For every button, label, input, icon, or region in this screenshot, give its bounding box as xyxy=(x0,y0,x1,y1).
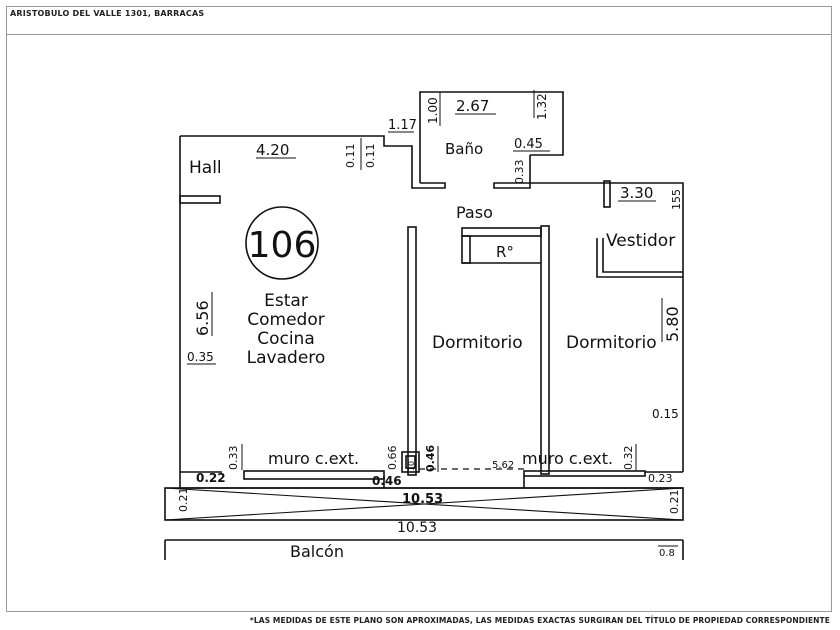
label-muro-1: muro c.ext. xyxy=(268,449,359,468)
dim-bano-100: 1.00 xyxy=(426,97,440,124)
room-ropero: R° xyxy=(496,243,514,261)
wall-ropero-top xyxy=(461,227,542,237)
muro-ext-1 xyxy=(243,470,385,480)
room-dormitorio-2: Dormitorio xyxy=(566,333,657,353)
property-address: ARISTOBULO DEL VALLE 1301, BARRACAS xyxy=(10,9,205,18)
unit-circle xyxy=(245,206,319,280)
small-box-inner xyxy=(405,455,416,469)
wall-vestidor-inner xyxy=(602,238,683,273)
room-bano: Baño xyxy=(445,140,483,158)
dim-dorm-580: 5.80 xyxy=(663,306,682,342)
wall-partition-2 xyxy=(540,225,550,475)
wall-ropero-side xyxy=(461,235,471,264)
wall-hall-stub xyxy=(179,195,221,204)
dim-562: 5.62 xyxy=(492,460,514,471)
dim-box: 10 xyxy=(407,461,416,471)
dim-balcony-top: 10.53 xyxy=(402,492,443,507)
header-bar xyxy=(6,6,832,35)
muro-ext-2 xyxy=(523,470,646,477)
room-hall: Hall xyxy=(189,158,222,178)
wall-vestidor xyxy=(596,238,683,278)
wall-vestidor-stub xyxy=(603,180,611,208)
balcony-slab xyxy=(164,487,684,521)
dim-023: 0.23 xyxy=(648,472,673,485)
room-balcon: Balcón xyxy=(290,542,344,561)
dim-vestidor-155: 155 xyxy=(670,189,683,210)
room-vestidor: Vestidor xyxy=(606,231,675,251)
dim-046b: 0.46 xyxy=(424,445,437,472)
dim-dorm-032: 0.32 xyxy=(622,446,635,471)
measurement-disclaimer: *LAS MEDIDAS DE ESTE PLANO SON APROXIMAD… xyxy=(249,616,830,625)
dim-hall-011b: 0.11 xyxy=(364,144,377,169)
unit-number: 106 xyxy=(248,225,317,266)
room-dormitorio-1: Dormitorio xyxy=(432,333,523,353)
wall-hall-top xyxy=(180,135,446,189)
plan-walls xyxy=(164,91,684,560)
dim-living-035: 0.35 xyxy=(187,350,214,364)
dim-022: 0.22 xyxy=(196,471,226,485)
dim-hall-width: 4.20 xyxy=(256,141,289,159)
wall-bano-door xyxy=(493,155,531,189)
balcony-rail-ends xyxy=(164,540,684,560)
dim-balcony-021-left: 0.21 xyxy=(177,488,190,513)
dim-balcony-bottom: 10.53 xyxy=(397,520,437,536)
plan-sheet xyxy=(6,6,832,612)
dim-vestidor-width: 3.30 xyxy=(620,184,653,202)
room-paso: Paso xyxy=(456,203,493,222)
room-cocina: Cocina xyxy=(257,329,315,349)
dim-balcony-021-right: 0.21 xyxy=(668,490,681,515)
room-estar: Estar xyxy=(264,291,308,311)
label-muro-2: muro c.ext. xyxy=(522,449,613,468)
dim-066: 0.66 xyxy=(386,446,399,471)
dim-living-depth: 6.56 xyxy=(193,300,212,336)
dim-046a: 0.46 xyxy=(372,474,402,488)
wall-right-top xyxy=(530,182,684,472)
dim-dorm-015: 0.15 xyxy=(652,407,679,421)
dim-step-117: 1.17 xyxy=(388,118,417,133)
small-box xyxy=(401,451,420,473)
room-comedor: Comedor xyxy=(247,310,324,330)
dim-living-033: 0.33 xyxy=(227,446,240,471)
wall-facade-stubs xyxy=(383,476,525,488)
dim-balcony-08: 0.8 xyxy=(659,548,675,559)
dim-hall-011a: 0.11 xyxy=(344,144,357,169)
dim-bano-033: 0.33 xyxy=(513,160,526,185)
wall-bano xyxy=(419,91,564,183)
dim-bano-045: 0.45 xyxy=(514,137,543,152)
dim-bano-width: 2.67 xyxy=(456,97,489,115)
room-lavadero: Lavadero xyxy=(247,348,326,368)
wall-partition-1 xyxy=(407,226,417,476)
dim-bano-132: 1.32 xyxy=(535,93,549,120)
balcony-cross xyxy=(164,487,684,521)
